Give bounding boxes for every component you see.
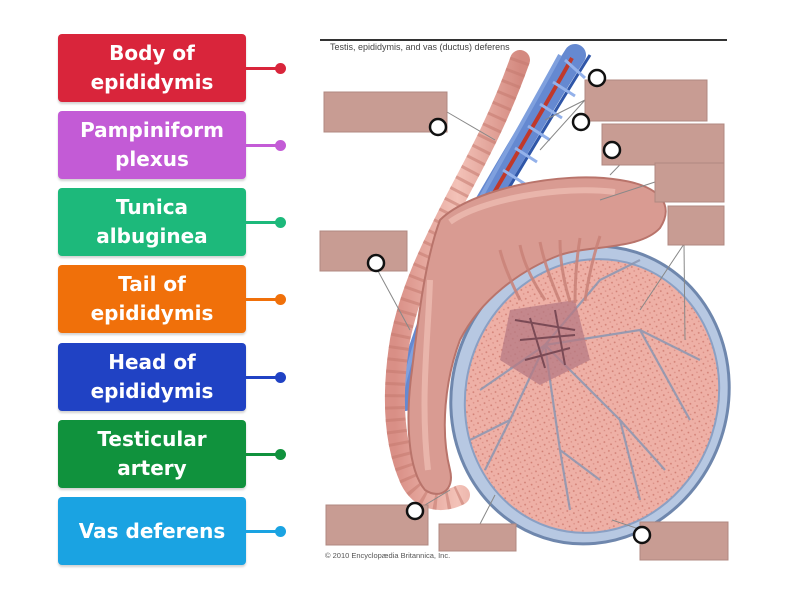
connector-dot[interactable] (275, 449, 286, 460)
drop-target-2[interactable] (584, 79, 708, 122)
drop-point-3[interactable] (571, 112, 591, 132)
testis (449, 244, 731, 546)
efferent-ductules (498, 235, 602, 304)
diagram-credit: © 2010 Encyclopædia Britannica, Inc. (325, 551, 450, 560)
drop-point-5[interactable] (366, 253, 386, 273)
drop-point-2[interactable] (428, 117, 448, 137)
connector-line (246, 376, 280, 379)
drop-target-6[interactable] (319, 230, 408, 272)
vas-deferens-tube (384, 50, 530, 510)
connector-line (246, 298, 280, 301)
connector-dot[interactable] (275, 140, 286, 151)
drop-point-4[interactable] (602, 140, 622, 160)
drop-point-7[interactable] (632, 525, 652, 545)
connector-line (246, 530, 280, 533)
drop-point-1[interactable] (587, 68, 607, 88)
connector-dot[interactable] (275, 372, 286, 383)
drop-point-6[interactable] (405, 501, 425, 521)
connector-dot[interactable] (275, 63, 286, 74)
connector-line (246, 144, 280, 147)
drop-target-1[interactable] (323, 91, 448, 133)
diagram-title: Testis, epididymis, and vas (ductus) def… (330, 42, 510, 52)
connector-dot[interactable] (275, 526, 286, 537)
connector-dot[interactable] (275, 294, 286, 305)
drop-target-8[interactable] (438, 523, 517, 552)
connector-line (246, 221, 280, 224)
drop-target-4[interactable] (654, 162, 725, 203)
drop-target-5[interactable] (667, 205, 725, 246)
connector-dot[interactable] (275, 217, 286, 228)
label-vas-deferens[interactable]: Vas deferens (58, 497, 246, 565)
connector-line (246, 67, 280, 70)
testis-diagram: Testis, epididymis, and vas (ductus) def… (319, 39, 731, 561)
connector-line (246, 453, 280, 456)
drop-target-3[interactable] (601, 123, 725, 166)
epididymis (407, 176, 667, 495)
drop-target-9[interactable] (639, 521, 729, 561)
